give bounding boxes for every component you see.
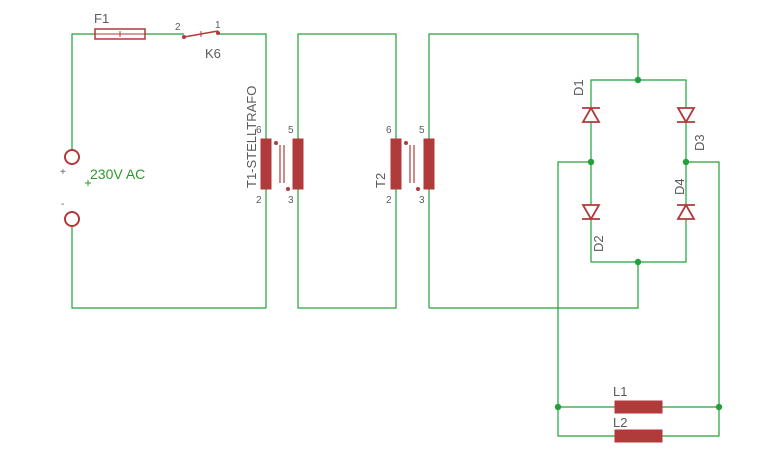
wire-t2-to-bridge-top: [428, 33, 639, 308]
wires: [71, 33, 720, 437]
source-voltage-label: 230V AC: [90, 166, 145, 182]
t1-label: T1-STELLTRAFO: [244, 86, 259, 188]
t2-pin-3: 3: [419, 195, 425, 206]
t2-dot-bottom: [416, 187, 420, 191]
t2-pin-5: 5: [419, 125, 425, 136]
ac-source: + - 230V AC: [60, 149, 145, 227]
t1-pin-2: 2: [256, 195, 262, 206]
load-l1: L1: [613, 384, 663, 414]
source-terminal-bottom: [64, 211, 80, 227]
l2-label: L2: [613, 415, 627, 430]
junction-bridge-bottom: [634, 258, 642, 266]
wire-output-positive: [662, 161, 720, 437]
t1-pin-5: 5: [288, 125, 294, 136]
t2-secondary-coil: [423, 138, 435, 190]
switch-pin-right: 1: [215, 20, 221, 31]
d4-body: [676, 203, 696, 220]
t1-secondary-coil: [292, 138, 304, 190]
diode-d3: D3: [676, 107, 707, 151]
source-plus-label: +: [60, 167, 66, 178]
d3-body: [676, 107, 696, 124]
switch-pin-left: 2: [175, 22, 181, 33]
d3-label: D3: [692, 134, 707, 151]
wire-t2-to-bridge-bottom: [429, 262, 639, 309]
transformer-t2: 6 5 2 3 T2: [373, 125, 435, 206]
d4-label: D4: [672, 178, 687, 195]
t1-dot-top: [274, 141, 278, 145]
source-terminal-top: [64, 149, 80, 165]
t2-pin-6: 6: [386, 125, 392, 136]
t2-label: T2: [373, 173, 388, 188]
junction-bridge-top: [634, 76, 642, 84]
diode-d2: D2: [581, 204, 606, 252]
load-l2: L2: [613, 415, 663, 443]
t1-primary-coil: [260, 138, 272, 190]
junction-bridge-right: [682, 158, 690, 166]
transformer-t1: 6 5 2 3 T1-STELLTRAFO: [244, 86, 304, 206]
l1-label: L1: [613, 384, 627, 399]
junction-load-left: [554, 403, 562, 411]
wire-primary-bottom: [71, 225, 266, 309]
switch-label: K6: [205, 46, 221, 61]
wire-output-negative: [557, 161, 615, 437]
source-minus-label: -: [61, 199, 64, 210]
fuse-label: F1: [94, 11, 109, 26]
diode-d4: D4: [672, 178, 696, 220]
d1-body: [581, 106, 601, 123]
junction-load-right: [715, 403, 723, 411]
switch-contact-left: [182, 35, 186, 39]
fuse-f1: F1: [94, 11, 146, 40]
junction-bridge-left: [587, 158, 595, 166]
switch-k6: 2 1 K6: [175, 20, 221, 61]
switch-contact-right: [216, 31, 220, 35]
diode-d1: D1: [571, 79, 601, 123]
t2-pin-2: 2: [386, 195, 392, 206]
junctions: [554, 76, 723, 411]
t2-primary-coil: [390, 138, 402, 190]
wire-switch-to-t1: [218, 33, 267, 308]
wire-bridge-right: [638, 79, 687, 263]
d2-label: D2: [591, 235, 606, 252]
l2-body: [614, 429, 663, 443]
t1-pin-3: 3: [288, 195, 294, 206]
t1-pin-6: 6: [256, 125, 262, 136]
t2-dot-top: [404, 141, 408, 145]
l1-body: [614, 400, 663, 414]
d2-body: [581, 204, 601, 221]
wire-primary-top-left: [71, 33, 95, 150]
wire-bridge-left: [590, 79, 638, 263]
t1-dot-bottom: [286, 187, 290, 191]
d1-label: D1: [571, 79, 586, 96]
wire-t1-t2-loop: [297, 33, 397, 309]
